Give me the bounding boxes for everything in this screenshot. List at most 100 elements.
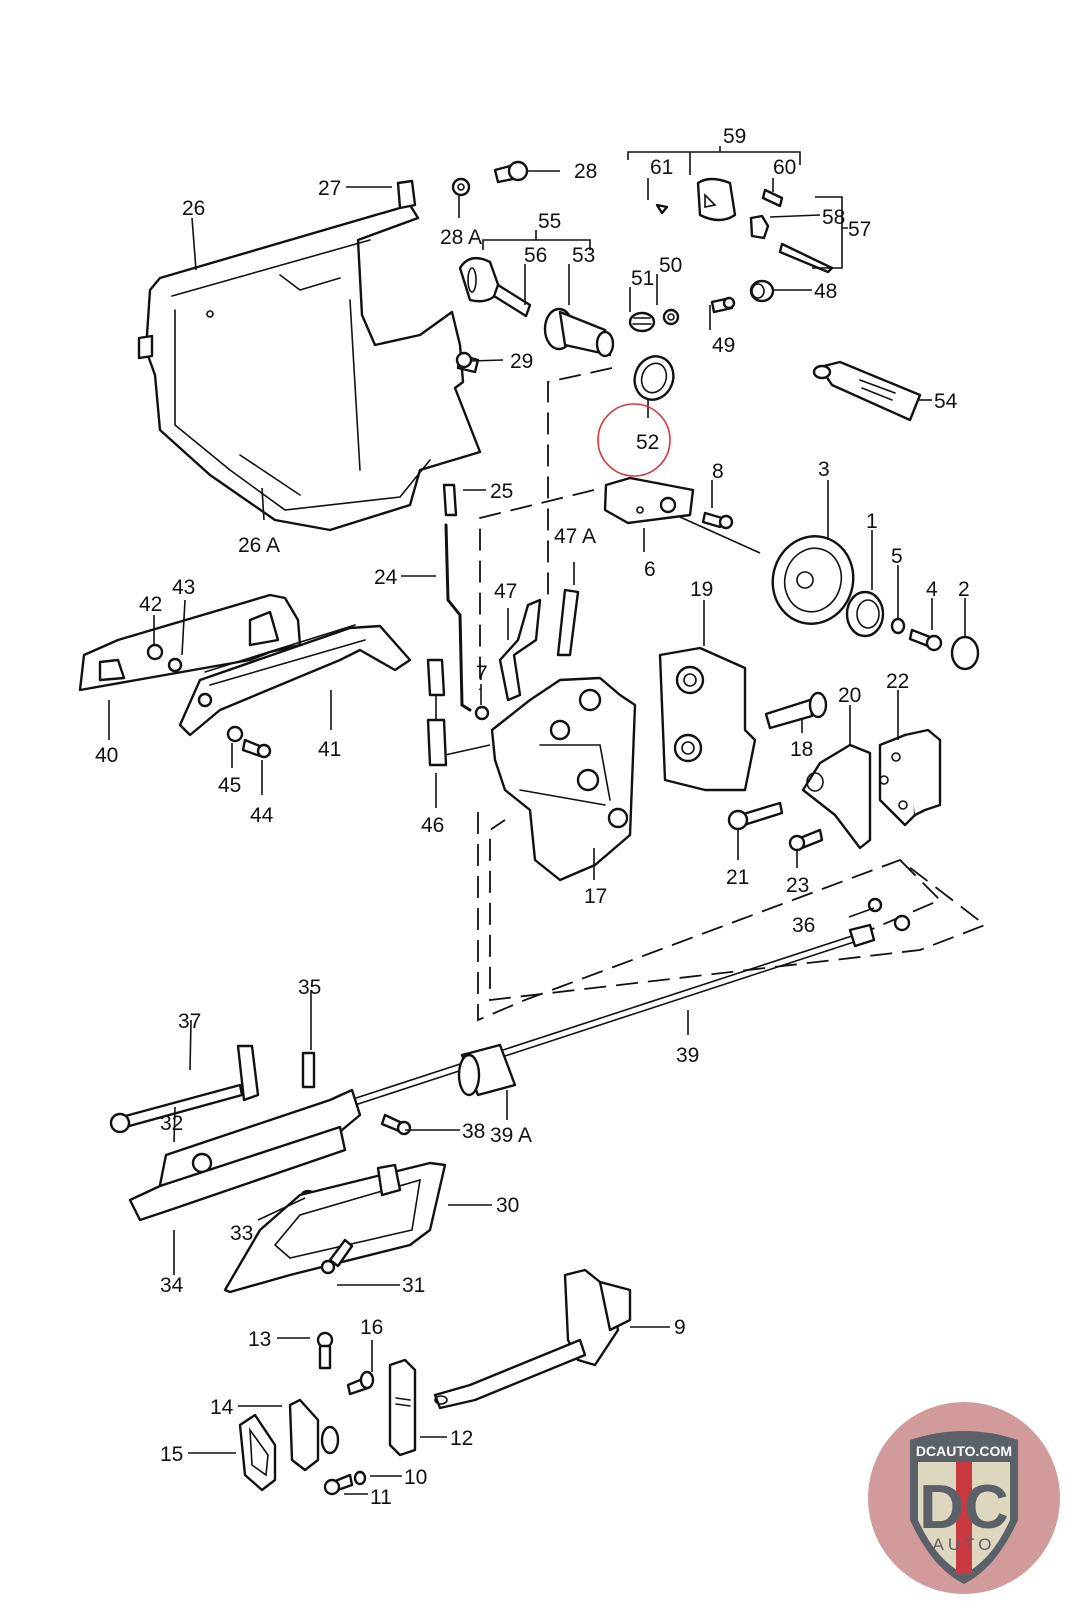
callout-47[interactable]: 47: [494, 580, 517, 603]
assembly-dash-lines: [477, 367, 987, 1022]
callout-29[interactable]: 29: [510, 350, 533, 373]
part-61-insert: [655, 203, 669, 215]
callout-41[interactable]: 41: [318, 738, 341, 761]
callout-15[interactable]: 15: [160, 1443, 183, 1466]
callout-33[interactable]: 33: [230, 1222, 253, 1245]
callout-18[interactable]: 18: [790, 738, 813, 761]
callout-36[interactable]: 36: [792, 914, 815, 937]
part-18-bolt: [764, 691, 828, 730]
callout-44[interactable]: 44: [250, 804, 274, 827]
logo-mark-text: DC: [919, 1473, 1009, 1542]
part-9-door-check: [433, 1268, 632, 1410]
callout-25[interactable]: 25: [490, 480, 513, 503]
part-22-plates: [878, 728, 942, 827]
callout-20[interactable]: 20: [838, 684, 861, 707]
callout-2[interactable]: 2: [958, 578, 970, 601]
part-43-clip: [167, 657, 183, 673]
callout-5[interactable]: 5: [891, 545, 903, 568]
callout-37[interactable]: 37: [178, 1010, 201, 1033]
callout-58[interactable]: 58: [822, 206, 845, 229]
callout-35[interactable]: 35: [298, 976, 321, 999]
part-11-screw: [323, 1473, 354, 1496]
callout-23[interactable]: 23: [786, 874, 809, 897]
callout-3[interactable]: 3: [818, 458, 830, 481]
callout-14[interactable]: 14: [210, 1396, 234, 1419]
part-24-rod: [444, 523, 472, 712]
callout-6[interactable]: 6: [644, 558, 656, 581]
part-7-clip: [474, 705, 490, 721]
callout-11[interactable]: 11: [370, 1486, 392, 1509]
part-15-gasket: [238, 1413, 277, 1492]
part-4-screw: [908, 628, 943, 652]
callout-16[interactable]: 16: [360, 1316, 383, 1339]
callout-43[interactable]: 43: [172, 576, 195, 599]
part-48-cap: [749, 279, 775, 303]
callout-10[interactable]: 10: [404, 1466, 427, 1489]
part-56-key: [458, 256, 532, 318]
callout-28[interactable]: 28: [574, 160, 597, 183]
part-39A-damper: [457, 1043, 517, 1097]
highlight-circle-52: [597, 403, 671, 477]
callout-52[interactable]: 52: [636, 431, 659, 454]
callout-54[interactable]: 54: [934, 390, 958, 413]
part-45-washer: [226, 725, 244, 743]
callout-53[interactable]: 53: [572, 244, 595, 267]
part-17-lock-body: [490, 676, 637, 882]
callout-45[interactable]: 45: [218, 774, 241, 797]
callout-60[interactable]: 60: [773, 156, 796, 179]
callout-19[interactable]: 19: [690, 578, 713, 601]
callout-24[interactable]: 24: [374, 566, 398, 589]
part-29-screw: [455, 351, 480, 374]
part-38-screw: [380, 1113, 412, 1136]
callout-51[interactable]: 51: [631, 267, 654, 290]
callout-28A[interactable]: 28 A: [440, 226, 482, 249]
callout-55[interactable]: 55: [538, 210, 561, 233]
callout-48[interactable]: 48: [814, 280, 837, 303]
callout-40[interactable]: 40: [95, 744, 118, 767]
part-8-screw: [701, 511, 734, 530]
callout-46[interactable]: 46: [421, 814, 444, 837]
callout-31[interactable]: 31: [402, 1274, 425, 1297]
part-31-screw: [320, 1238, 354, 1275]
callout-56[interactable]: 56: [524, 244, 547, 267]
callout-1[interactable]: 1: [866, 510, 878, 533]
part-21-screw: [727, 801, 784, 831]
callout-4[interactable]: 4: [926, 578, 938, 601]
callout-21[interactable]: 21: [726, 866, 749, 889]
callout-47A[interactable]: 47 A: [554, 525, 596, 548]
callout-13[interactable]: 13: [248, 1328, 271, 1351]
part-58-cap: [749, 214, 770, 240]
callout-61[interactable]: 61: [650, 156, 673, 179]
callout-39A[interactable]: 39 A: [490, 1124, 532, 1147]
callout-27[interactable]: 27: [318, 177, 341, 200]
callout-34[interactable]: 34: [160, 1274, 184, 1297]
part-10-washer: [353, 1470, 367, 1486]
callout-59[interactable]: 59: [723, 125, 746, 148]
part-50-washer: [662, 308, 680, 326]
part-52-seal-ring: [633, 355, 675, 401]
callout-32[interactable]: 32: [160, 1112, 183, 1135]
callout-50[interactable]: 50: [659, 254, 682, 277]
callout-39[interactable]: 39: [676, 1044, 699, 1067]
callout-57[interactable]: 57: [848, 218, 871, 241]
part-28-screw: [493, 160, 529, 184]
callout-49[interactable]: 49: [712, 334, 735, 357]
part-53-lock-cylinder: [543, 307, 615, 358]
callout-17[interactable]: 17: [584, 885, 607, 908]
callout-7[interactable]: 7: [476, 662, 488, 685]
part-13-screw: [316, 1331, 334, 1370]
callout-9[interactable]: 9: [674, 1316, 686, 1339]
part-57-key-blade: [778, 242, 834, 274]
callout-42[interactable]: 42: [139, 593, 162, 616]
callout-22[interactable]: 22: [886, 670, 909, 693]
callout-30[interactable]: 30: [496, 1194, 519, 1217]
callout-8[interactable]: 8: [712, 460, 724, 483]
callout-38[interactable]: 38: [462, 1120, 485, 1143]
callout-26[interactable]: 26: [182, 197, 205, 220]
callout-12[interactable]: 12: [450, 1427, 473, 1450]
part-30-handle-bezel: [223, 1161, 447, 1294]
part-41-mechanism: [178, 624, 412, 737]
callout-26A[interactable]: 26 A: [238, 534, 280, 557]
part-47-lever: [498, 598, 542, 702]
part-6-actuator: [603, 476, 695, 525]
